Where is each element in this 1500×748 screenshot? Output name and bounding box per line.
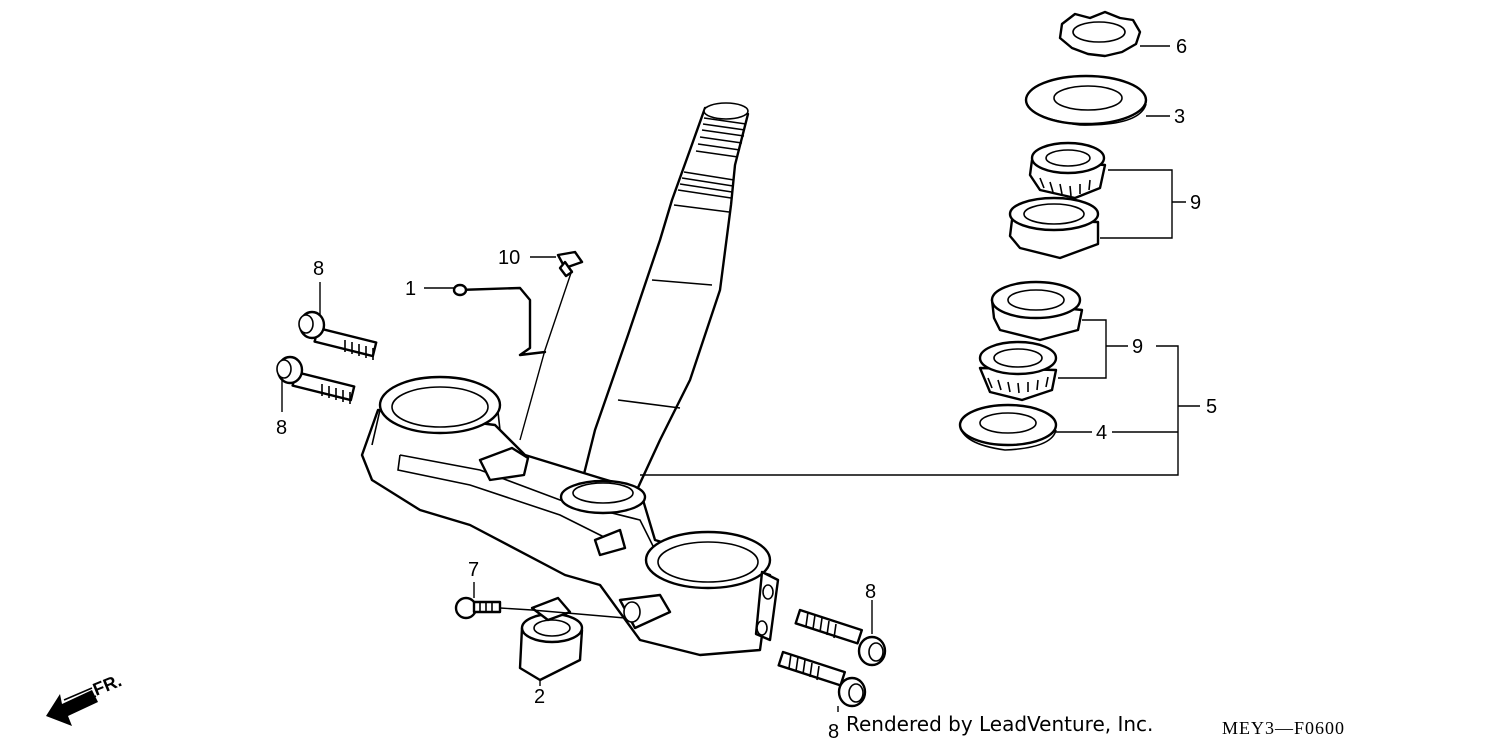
dust-seal <box>1024 74 1148 126</box>
bolt-lower-left <box>276 355 356 404</box>
lower-triple-clamp <box>360 408 772 657</box>
wire-guide <box>456 286 547 357</box>
lock-nut <box>1058 10 1142 58</box>
callout-8-upper-right: 8 <box>865 581 876 603</box>
callout-5: 5 <box>1206 396 1217 418</box>
callout-1: 1 <box>405 278 416 300</box>
bolt-upper-left <box>298 310 378 360</box>
callout-2: 2 <box>534 686 545 708</box>
small-screw <box>556 250 584 278</box>
bolt-lower-right <box>777 650 867 708</box>
clamp-tab <box>593 528 627 557</box>
clamp-boss-left <box>478 446 530 482</box>
callout-9-lower: 9 <box>1132 336 1143 358</box>
callout-8-upper-left: 8 <box>313 258 324 280</box>
steering-stem-assembly <box>360 102 780 657</box>
callout-8-lower-right: 8 <box>828 721 839 743</box>
callout-9-upper: 9 <box>1190 192 1201 214</box>
callout-10: 10 <box>498 247 520 269</box>
callout-7: 7 <box>468 559 479 581</box>
lower-dust-seal <box>958 403 1058 451</box>
clamp-face-edge <box>399 454 661 561</box>
front-direction-label: FR. <box>90 670 124 699</box>
leader-lines <box>281 45 1200 712</box>
callout-6: 6 <box>1176 36 1187 58</box>
callout-labels: 6 3 9 9 5 4 10 1 8 8 7 2 8 8 <box>276 36 1217 743</box>
clamp-collar <box>518 596 584 682</box>
diagram-code: MEY3—F0600 <box>1222 718 1345 738</box>
lower-bearing-race <box>990 280 1084 342</box>
callout-3: 3 <box>1174 106 1185 128</box>
callout-4: 4 <box>1096 422 1107 444</box>
upper-bearing-race <box>1008 196 1100 260</box>
upper-bearing <box>1028 141 1107 200</box>
lower-bearing <box>978 340 1058 402</box>
small-bolt <box>454 596 502 620</box>
front-direction-indicator: FR. <box>46 670 124 726</box>
bolt-upper-right <box>794 608 887 667</box>
stem-threads <box>617 102 749 409</box>
credit-text: Rendered by LeadVenture, Inc. <box>846 712 1153 736</box>
callout-8-lower-left: 8 <box>276 417 287 439</box>
steering-stem-tube <box>578 106 750 494</box>
